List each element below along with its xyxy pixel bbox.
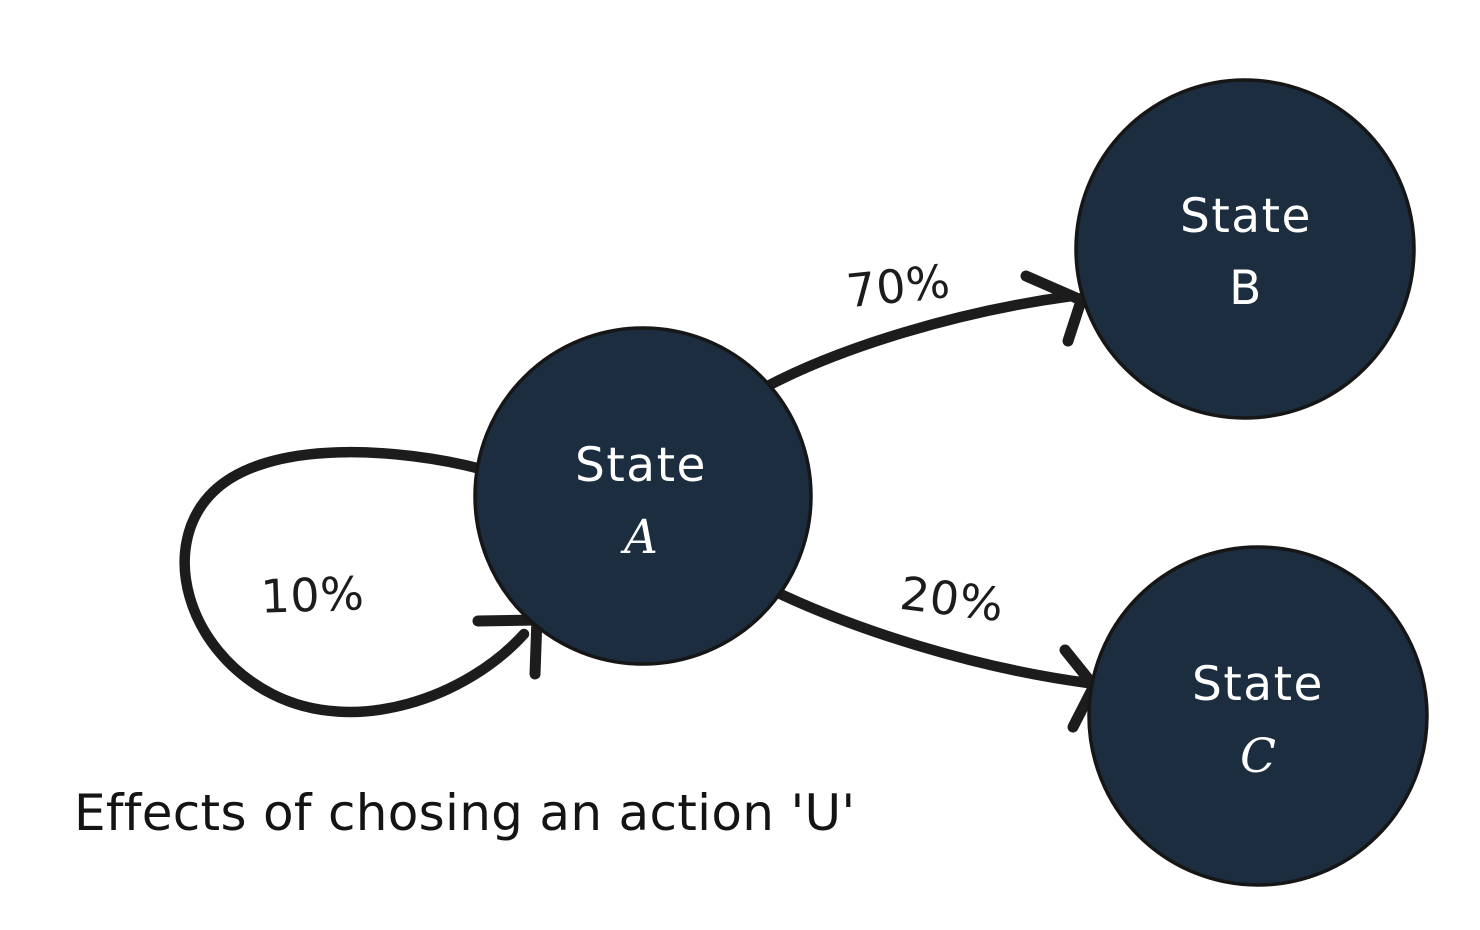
node-state-a-label-line2: A xyxy=(620,510,658,565)
node-state-b[interactable]: State B xyxy=(1074,78,1416,420)
edge-label-a-to-b: 70% xyxy=(844,254,953,319)
node-state-b-label-line2: B xyxy=(1229,261,1263,316)
node-state-c-label-line2: C xyxy=(1240,729,1276,784)
edge-label-a-to-c: 20% xyxy=(897,566,1007,632)
node-state-a[interactable]: State A xyxy=(473,326,813,666)
diagram-caption: Effects of chosing an action 'U' xyxy=(74,784,855,842)
node-state-a-circle[interactable] xyxy=(473,326,813,666)
edge-label-a-to-a: 10% xyxy=(260,566,366,624)
node-state-c-label-line1: State xyxy=(1192,657,1324,712)
edge-a-to-b[interactable]: 70% xyxy=(756,254,1088,395)
node-state-c[interactable]: State C xyxy=(1087,545,1429,887)
edge-a-to-b-arrowhead xyxy=(1020,270,1088,347)
node-state-b-label-line1: State xyxy=(1180,189,1312,244)
edge-a-to-c-path xyxy=(766,584,1094,689)
node-state-b-circle[interactable] xyxy=(1074,78,1416,420)
edge-a-to-a[interactable]: 10% xyxy=(179,446,543,718)
edge-a-to-a-path xyxy=(179,446,530,718)
edge-a-to-b-path xyxy=(756,290,1078,395)
edge-a-to-c[interactable]: 20% xyxy=(766,566,1101,733)
node-state-a-label-line1: State xyxy=(575,438,707,493)
node-state-c-circle[interactable] xyxy=(1087,545,1429,887)
